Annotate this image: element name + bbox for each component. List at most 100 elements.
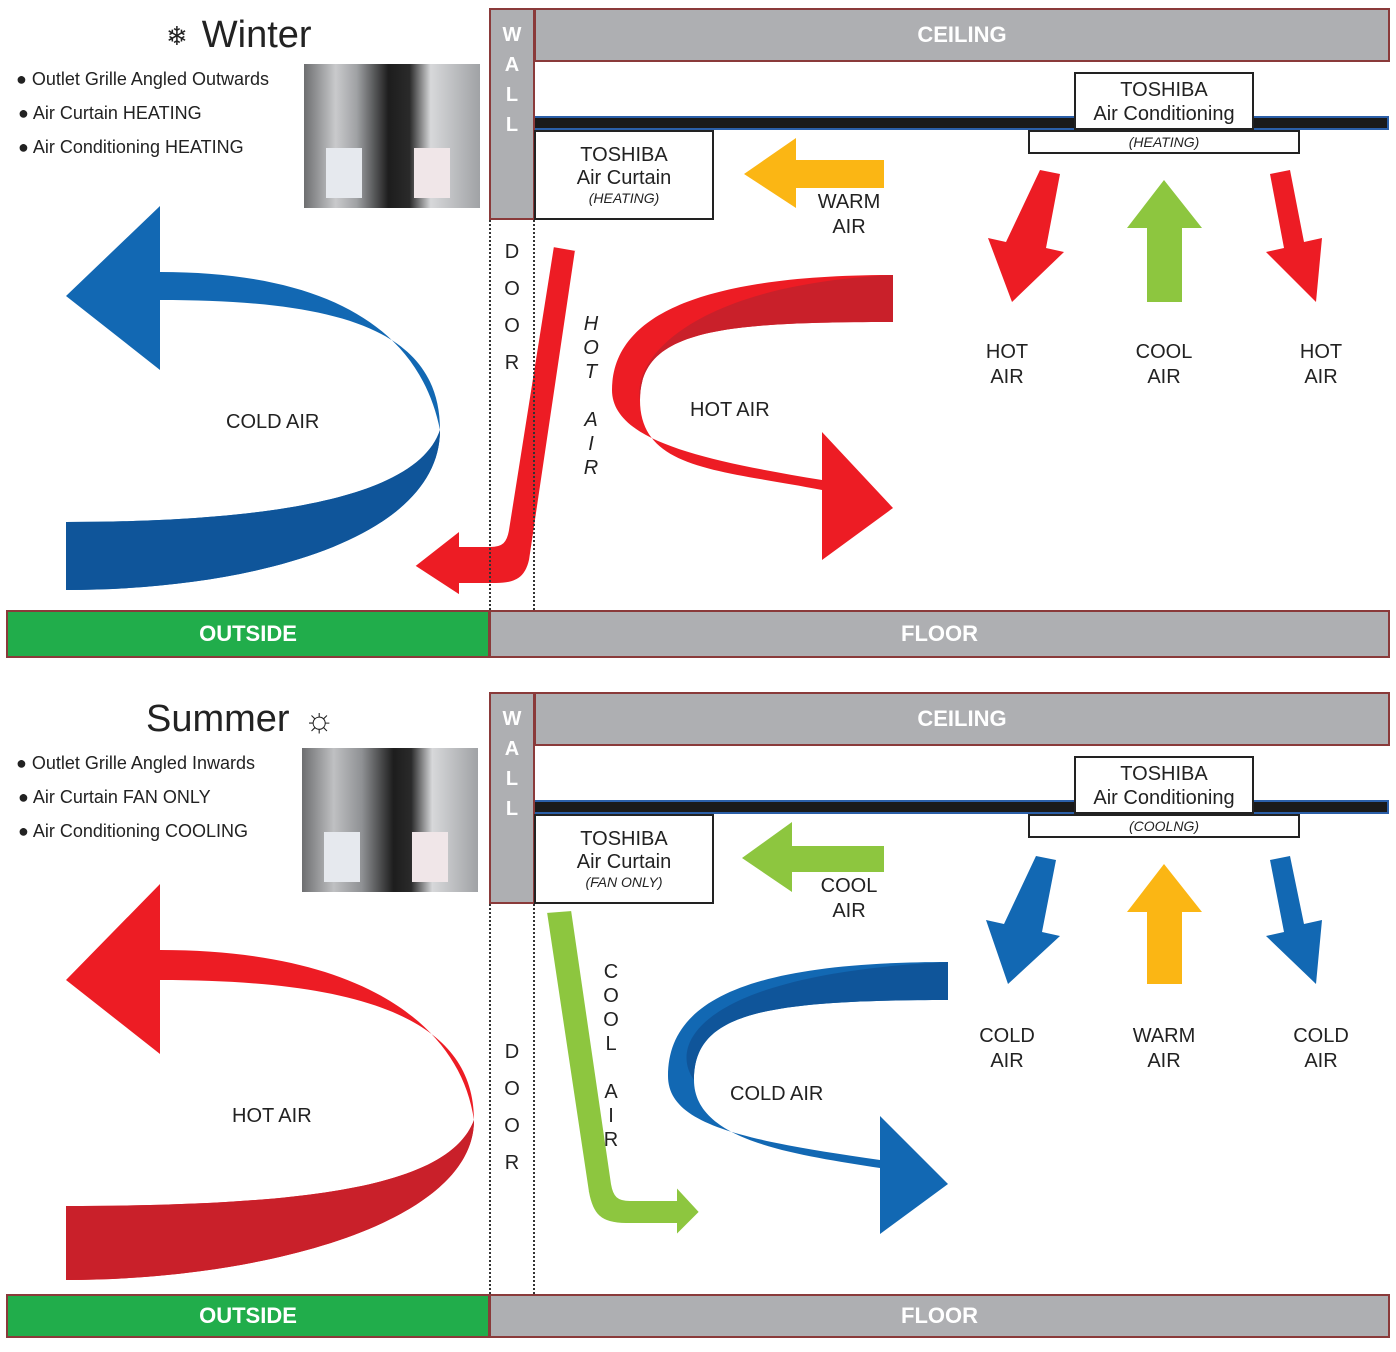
label-line: COOL: [1135, 341, 1193, 363]
label-line: AIR: [1304, 1050, 1338, 1072]
unit-mode: (HEATING): [588, 190, 660, 206]
grille-photo: [304, 64, 480, 208]
outside-bar: OUTSIDE: [6, 610, 490, 658]
door-air-arrow: [544, 908, 702, 1239]
wall-border: [489, 8, 535, 220]
label-line: AIR: [1147, 366, 1181, 388]
floor-bar: FLOOR: [489, 1294, 1390, 1338]
label-line: AIR: [990, 366, 1024, 388]
unit-mode: (COOLNG): [1129, 818, 1199, 834]
ceiling-duct: [533, 800, 1389, 814]
wall-border: [489, 692, 535, 904]
unit-subtitle: Air Curtain: [576, 167, 672, 189]
door-air-arrow: [412, 244, 578, 598]
label-letter: O: [603, 1009, 619, 1031]
ac-up-arrow: [1127, 864, 1202, 984]
room-flow-label: HOT AIR: [690, 399, 770, 421]
label-line: WARM: [817, 191, 881, 213]
label-letter: [596, 1056, 626, 1080]
label-letter: A: [604, 1081, 618, 1103]
ac-unit-base: (HEATING): [1028, 130, 1300, 154]
door-letter: D: [504, 241, 520, 263]
room-air-arrow: [668, 962, 948, 1234]
season-title: ❄ Winter: [166, 14, 312, 57]
label-line: AIR: [1147, 1050, 1181, 1072]
outside-air-arrow: [66, 206, 440, 590]
door-letter: O: [504, 1115, 520, 1137]
wall: W A L L: [491, 694, 533, 902]
label-letter: O: [603, 985, 619, 1007]
wall: W A L L: [491, 10, 533, 218]
label-letter: R: [603, 1129, 619, 1151]
label-letter: A: [584, 409, 598, 431]
label-letter: H: [583, 313, 599, 335]
door-letter: O: [504, 1078, 520, 1100]
ceiling-bar: CEILING: [534, 692, 1390, 746]
bullet-item: ● Air Conditioning COOLING: [18, 821, 248, 841]
bullet-item: ● Air Curtain HEATING: [18, 103, 202, 123]
label-line: COOL: [820, 875, 878, 897]
unit-subtitle: Air Curtain: [576, 851, 672, 873]
winter-arrows: [66, 116, 1389, 598]
wall-letter: W: [502, 24, 522, 46]
door-flow-label: C O O L A I R: [596, 960, 626, 1152]
ac-flow-label: COLD AIR: [970, 1024, 1044, 1074]
winter-panel: ❄Winter ● Outlet Grille Angled Outwards …: [0, 0, 1396, 668]
label-letter: I: [588, 433, 594, 455]
ac-up-arrow: [1127, 180, 1202, 302]
ac-flow-label: HOT AIR: [1284, 340, 1358, 390]
label-letter: O: [583, 337, 599, 359]
room-air-arrow: [612, 275, 893, 560]
wall-letter: W: [502, 708, 522, 730]
outside-flow-label: COLD AIR: [226, 411, 320, 433]
door-letter: D: [504, 1041, 520, 1063]
door: D O O R: [489, 220, 535, 610]
label-letter: R: [583, 457, 599, 479]
door-letter: O: [504, 278, 520, 300]
wall-letter: L: [505, 114, 519, 136]
unit-mode: (HEATING): [1128, 134, 1200, 150]
grille-photo: [302, 748, 478, 892]
bullet-item: ● Air Curtain FAN ONLY: [18, 787, 211, 807]
season-title: Summer☼: [146, 698, 335, 741]
label-line: COLD: [1293, 1025, 1349, 1047]
ac-down-arrow-left: [986, 856, 1060, 984]
ac-down-arrow-left: [988, 170, 1064, 302]
unit-subtitle: Air Conditioning: [1093, 787, 1235, 809]
ac-down-arrow-right: [1266, 170, 1322, 302]
ac-unit-base: (COOLNG): [1028, 814, 1300, 838]
outside-bar: OUTSIDE: [6, 1294, 490, 1338]
unit-subtitle: Air Conditioning: [1093, 103, 1235, 125]
bullet-item: ● Outlet Grille Angled Outwards: [16, 69, 269, 89]
label-line: AIR: [832, 216, 866, 238]
curtain-flow-label: WARM AIR: [812, 190, 886, 240]
outside-flow-label: HOT AIR: [232, 1105, 312, 1127]
label-line: AIR: [832, 900, 866, 922]
wall-letter: A: [504, 54, 520, 76]
wall-letter: L: [505, 798, 519, 820]
ac-down-arrow-right: [1266, 856, 1322, 984]
room-flow-label: COLD AIR: [730, 1083, 824, 1105]
label-line: COLD: [979, 1025, 1035, 1047]
door-flow-label: H O T A I R: [576, 312, 606, 480]
curtain-air-arrow: [742, 822, 884, 892]
label-letter: [576, 384, 606, 408]
unit-name: TOSHIBA: [580, 144, 668, 166]
ac-flow-label: COOL AIR: [1124, 340, 1204, 390]
ac-unit: TOSHIBA Air Conditioning: [1074, 756, 1254, 814]
season-title-text: Winter: [201, 14, 312, 56]
wall-letter: A: [504, 738, 520, 760]
unit-name: TOSHIBA: [580, 828, 668, 850]
label-letter: I: [608, 1105, 614, 1127]
label-line: AIR: [1304, 366, 1338, 388]
bullet-item: ● Outlet Grille Angled Inwards: [16, 753, 255, 773]
ceiling-duct: [533, 116, 1389, 130]
label-line: WARM: [1132, 1025, 1196, 1047]
wall-letter: L: [505, 84, 519, 106]
unit-name: TOSHIBA: [1120, 763, 1208, 785]
door-letter: O: [504, 315, 520, 337]
snowflake-icon: ❄: [166, 21, 188, 52]
unit-mode: (FAN ONLY): [585, 874, 663, 890]
summer-panel: Summer☼ ● Outlet Grille Angled Inwards ●…: [0, 684, 1396, 1352]
unit-name: TOSHIBA: [1120, 79, 1208, 101]
